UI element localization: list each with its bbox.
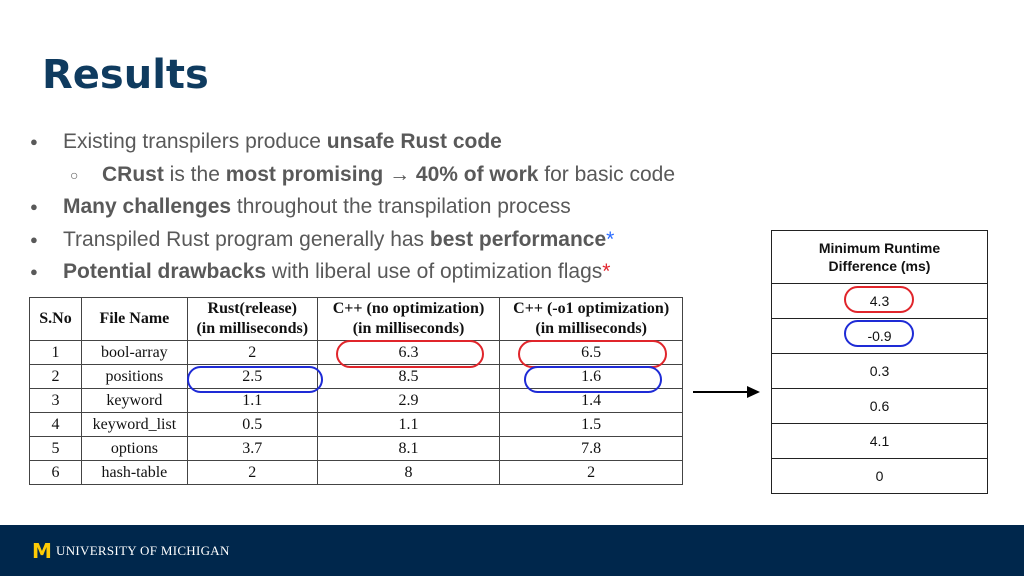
header-sno: S.No (29, 297, 82, 341)
bullet-text: Transpiled Rust program generally has be… (63, 227, 615, 251)
footer-bar (0, 525, 1024, 576)
highlight-oval-blue (844, 320, 914, 347)
bullet-item: ● Many challenges throughout the transpi… (30, 191, 770, 224)
highlight-oval-red (844, 286, 914, 313)
bullet-marker: ● (30, 134, 38, 149)
bullet-list: ● Existing transpilers produce unsafe Ru… (30, 126, 770, 289)
slide-title: Results (42, 52, 209, 98)
highlight-oval-red (336, 340, 484, 368)
asterisk-blue: * (606, 227, 615, 251)
bullet-marker: ● (30, 264, 38, 279)
bullet-text: Many challenges throughout the transpila… (63, 195, 571, 218)
sub-bullet-item: ○ CRust is the most promising → 40% of w… (30, 159, 770, 192)
highlight-oval-blue (187, 366, 323, 393)
arrow-line (693, 391, 749, 393)
header-file-name: File Name (80, 297, 188, 341)
difference-row: -0.9 (771, 318, 988, 354)
bullet-text: Potential drawbacks with liberal use of … (63, 260, 611, 283)
bullet-marker: ● (30, 199, 38, 214)
header-cpp-no-opt: C++ (no optimization) (in milliseconds) (316, 297, 501, 341)
university-logo-icon: M (32, 539, 52, 563)
bullet-item: ● Potential drawbacks with liberal use o… (30, 256, 770, 289)
results-table: S.No File Name Rust(release) (in millise… (29, 297, 683, 485)
difference-table: Minimum Runtime Difference (ms) 4.3 -0.9… (771, 230, 988, 494)
sub-bullet-marker: ○ (70, 166, 79, 183)
header-cpp-o1: C++ (-o1 optimization) (in milliseconds) (499, 297, 683, 341)
asterisk-red: * (602, 260, 611, 283)
bullet-item: ● Transpiled Rust program generally has … (30, 224, 770, 257)
difference-row: 0 (771, 458, 988, 494)
difference-row: 0.6 (771, 388, 988, 424)
university-name: UNIVERSITY OF MICHIGAN (56, 543, 230, 558)
bullet-text: Existing transpilers produce unsafe Rust… (63, 130, 502, 153)
difference-header: Minimum Runtime Difference (ms) (771, 230, 988, 284)
highlight-oval-blue (524, 366, 662, 393)
header-rust-release: Rust(release) (in milliseconds) (186, 297, 318, 341)
difference-row: 4.1 (771, 423, 988, 459)
arrow-right-icon (747, 386, 760, 398)
highlight-oval-red (518, 340, 667, 368)
bullet-marker: ● (30, 231, 38, 247)
difference-row: 0.3 (771, 353, 988, 389)
table-header-row: S.No File Name Rust(release) (in millise… (29, 297, 683, 341)
difference-header-row: Minimum Runtime Difference (ms) (771, 230, 988, 284)
bullet-text: CRust is the most promising → 40% of wor… (102, 162, 676, 186)
bullet-item: ● Existing transpilers produce unsafe Ru… (30, 126, 770, 159)
